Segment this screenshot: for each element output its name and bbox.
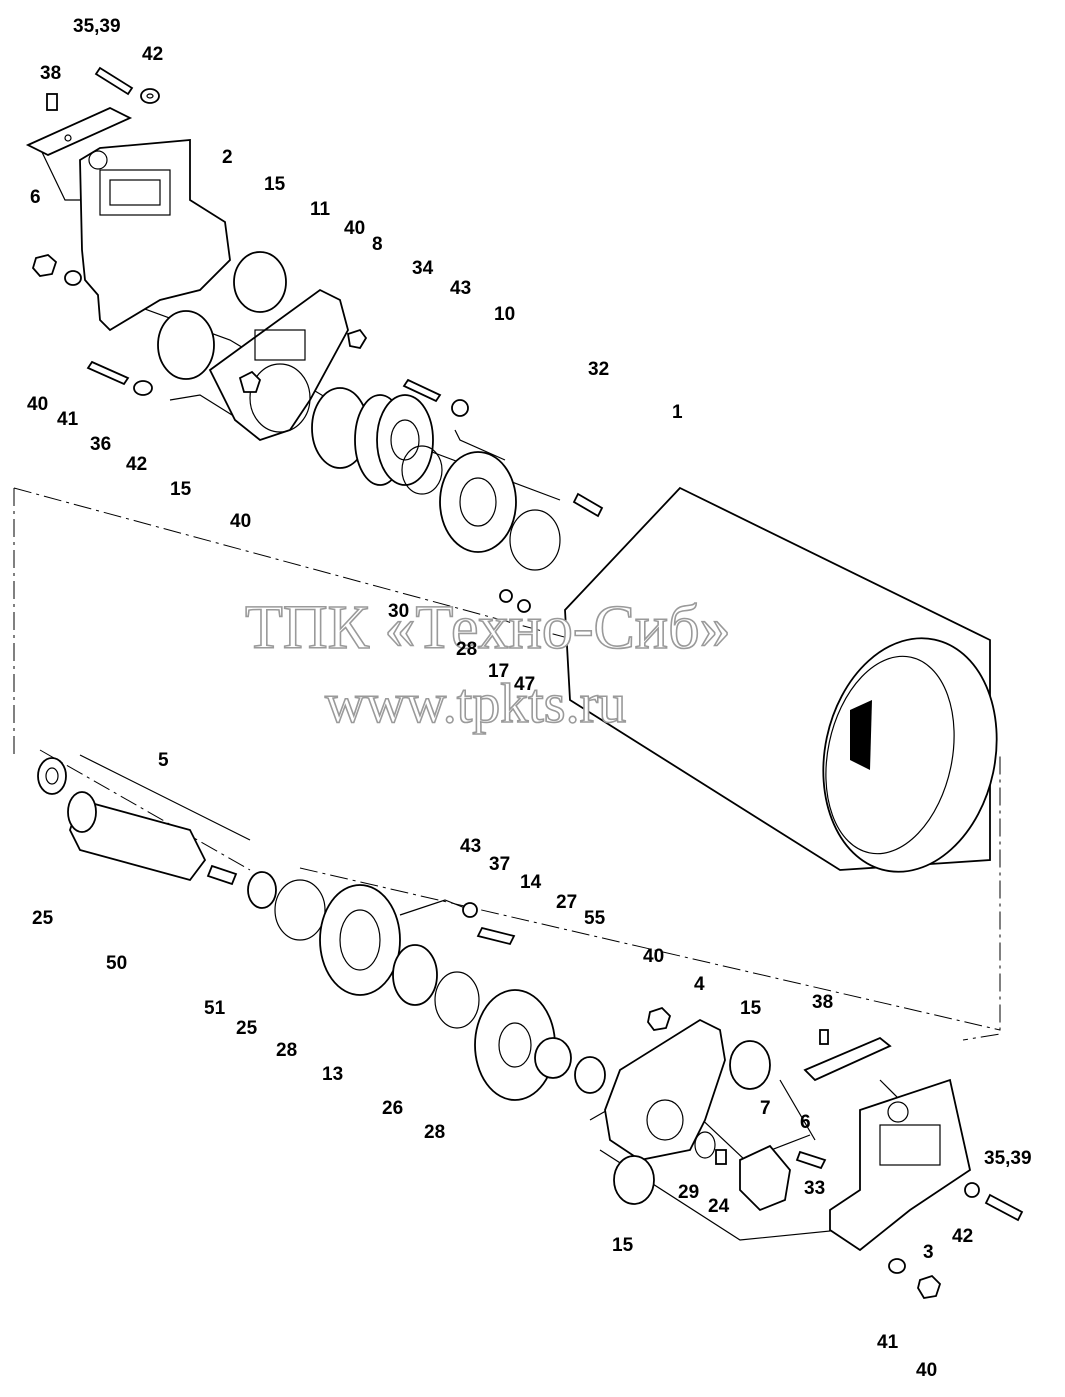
callout: 15 bbox=[264, 174, 286, 195]
callout: 33 bbox=[804, 1178, 825, 1199]
callout: 50 bbox=[106, 953, 127, 974]
callout: 27 bbox=[556, 892, 577, 913]
callout: 40 bbox=[230, 511, 251, 532]
drum-1 bbox=[564, 486, 998, 873]
callout: 47 bbox=[514, 674, 535, 695]
callout: 42 bbox=[126, 454, 147, 475]
callout: 13 bbox=[322, 1064, 343, 1085]
lower-bracket-assembly bbox=[604, 1006, 1024, 1299]
callout: 6 bbox=[800, 1112, 811, 1133]
watermark-url: www.tpkts.ru bbox=[325, 673, 626, 735]
callout: 34 bbox=[412, 258, 434, 279]
callout: 26 bbox=[382, 1098, 403, 1119]
callout: 40 bbox=[344, 218, 365, 239]
callout: 40 bbox=[916, 1360, 937, 1381]
callout: 1 bbox=[672, 402, 683, 423]
callout: 3 bbox=[923, 1242, 934, 1263]
callout: 38 bbox=[812, 992, 833, 1013]
callout: 15 bbox=[170, 479, 192, 500]
callout: 32 bbox=[588, 359, 609, 380]
callout: 30 bbox=[388, 601, 409, 622]
callout: 41 bbox=[57, 409, 79, 430]
callout: 10 bbox=[494, 304, 515, 325]
callout: 36 bbox=[90, 434, 111, 455]
callout: 6 bbox=[30, 187, 41, 208]
callout: 25 bbox=[236, 1018, 258, 1039]
callout: 42 bbox=[142, 44, 163, 65]
upper-bracket-assembly bbox=[25, 66, 604, 613]
callout: 41 bbox=[877, 1332, 899, 1353]
callout: 25 bbox=[32, 908, 54, 929]
watermark-company: ТПК «Техно-Сиб» bbox=[245, 594, 731, 662]
callout: 24 bbox=[708, 1196, 730, 1217]
callout: 43 bbox=[450, 278, 471, 299]
callout: 2 bbox=[222, 147, 233, 168]
callout: 4 bbox=[694, 974, 705, 995]
callout: 55 bbox=[584, 908, 606, 929]
callout: 51 bbox=[204, 998, 226, 1019]
callout: 28 bbox=[424, 1122, 445, 1143]
callout: 38 bbox=[40, 63, 61, 84]
callout: 42 bbox=[952, 1226, 973, 1247]
callout: 7 bbox=[760, 1098, 771, 1119]
callout: 35,39 bbox=[984, 1148, 1032, 1169]
callout: 17 bbox=[488, 661, 509, 682]
callout: 40 bbox=[643, 946, 664, 967]
callout: 43 bbox=[460, 836, 481, 857]
callout: 8 bbox=[372, 234, 383, 255]
callout: 35,39 bbox=[73, 16, 121, 37]
callout: 11 bbox=[310, 199, 331, 220]
shaft-assembly bbox=[37, 757, 606, 1101]
callout: 14 bbox=[520, 872, 542, 893]
callout: 15 bbox=[740, 998, 762, 1019]
watermark: ТПК «Техно-Сиб» www.tpkts.ru bbox=[244, 593, 731, 736]
callout: 40 bbox=[27, 394, 48, 415]
callout: 37 bbox=[489, 854, 510, 875]
callout: 15 bbox=[612, 1235, 634, 1256]
callout: 29 bbox=[678, 1182, 699, 1203]
callout: 5 bbox=[158, 750, 169, 771]
callout: 28 bbox=[456, 639, 477, 660]
callout-labels: 35,39 42 38 6 2 15 11 40 8 34 43 10 32 1… bbox=[27, 16, 1032, 1381]
callout: 28 bbox=[276, 1040, 297, 1061]
